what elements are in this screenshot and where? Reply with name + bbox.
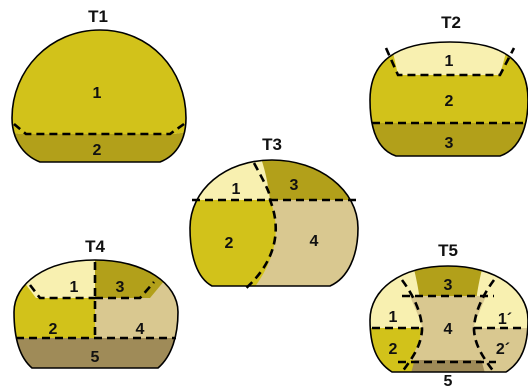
t4-zone-2-label: 2 xyxy=(49,321,58,338)
t1-zone-2-shape xyxy=(12,130,186,162)
t5-zone-3-label: 3 xyxy=(444,277,453,294)
t4-zone-1-shape xyxy=(14,260,95,298)
t1-outline xyxy=(11,29,187,163)
t1-divider xyxy=(13,122,185,136)
diagram-t4: T4 1 3 2 4 5 xyxy=(13,237,179,369)
t4-zone-1-label: 1 xyxy=(70,279,79,296)
t4-outline xyxy=(13,259,179,369)
t2-divider-upper xyxy=(384,47,516,77)
t1-zone-1-label: 1 xyxy=(93,85,102,102)
t3-zone-2-shape xyxy=(190,200,276,286)
t2-zone-2-label: 2 xyxy=(445,93,454,110)
t4-divider-upper-right xyxy=(95,281,155,300)
diagram-t3: T3 1 3 2 4 xyxy=(189,135,359,291)
t2-zone-1-shape xyxy=(388,42,512,75)
t2-outline xyxy=(369,41,528,157)
t4-zone-4-label: 4 xyxy=(136,321,145,338)
t4-zone-5-label: 5 xyxy=(91,349,100,366)
t1-zone-2-label: 2 xyxy=(93,142,102,159)
t5-outline xyxy=(369,265,528,373)
t5-zone-5-label: 5 xyxy=(444,373,453,390)
diagram-t5-title: T5 xyxy=(438,241,458,260)
t4-zone-5-shape xyxy=(14,338,178,368)
t3-divider-curved xyxy=(243,162,277,291)
diagram-t1: T1 1 2 xyxy=(11,7,187,163)
t5-zone-2-prime-label: 2´ xyxy=(496,341,510,358)
t5-zone-4-label: 4 xyxy=(444,321,453,338)
diagram-t2: T2 1 2 3 xyxy=(369,13,528,157)
diagram-t3-title: T3 xyxy=(262,135,282,154)
diagram-t5: T5 3 1 4 1´ 2 2´ 5 xyxy=(369,241,528,390)
t3-zone-1-label: 1 xyxy=(232,181,241,198)
t2-zone-3-shape xyxy=(370,123,528,156)
t5-divider-right xyxy=(472,279,496,373)
t5-divider-left xyxy=(400,279,424,373)
t4-zone-3-shape xyxy=(95,260,178,298)
t5-zone-2-label: 2 xyxy=(389,341,398,358)
t4-zone-3-label: 3 xyxy=(116,279,125,296)
t4-divider-upper-left xyxy=(28,284,95,300)
t2-zone-1-label: 1 xyxy=(445,53,454,70)
t3-zone-4-label: 4 xyxy=(310,233,319,250)
t5-zone-1-prime-label: 1´ xyxy=(498,311,512,328)
t5-zone-1-label: 1 xyxy=(389,309,398,326)
t3-outline xyxy=(189,159,359,287)
diagram-t1-title: T1 xyxy=(88,7,108,26)
t2-zone-3-label: 3 xyxy=(445,135,454,152)
t3-zone-3-label: 3 xyxy=(290,177,299,194)
t5-zone-4-shape xyxy=(410,296,486,360)
t3-zone-2-label: 2 xyxy=(225,235,234,252)
t3-zone-1-shape xyxy=(190,160,270,200)
diagram-t4-title: T4 xyxy=(85,237,105,256)
diagram-t2-title: T2 xyxy=(441,13,461,32)
